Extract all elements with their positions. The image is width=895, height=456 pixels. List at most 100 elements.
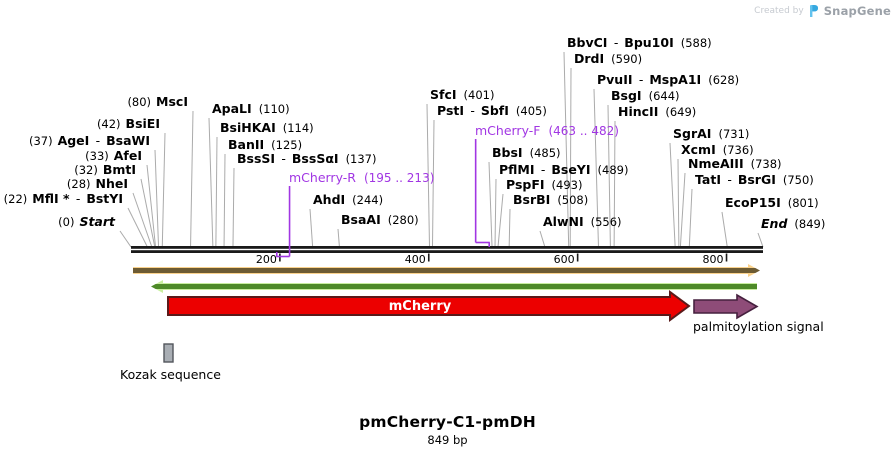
site-label-PflMI[interactable]: PflMI - BseYI (489) [499,162,629,178]
leader-line-PspFI [497,193,504,248]
site-name: BmtI [102,162,136,177]
leader-line-BsrBI [508,208,511,248]
ruler-tick-600 [576,253,579,262]
site-label-MflI[interactable]: (22)MflI * - BstYI [3,191,123,207]
leader-line-TatI [688,188,693,248]
dash: - [95,133,105,148]
site-position: (80) [127,95,152,109]
leader-line-HincII [613,120,616,248]
site-position: (110) [258,102,290,116]
leader-line-DrdI [569,67,572,248]
site-name: End [761,216,788,231]
site-position: (22) [3,192,28,206]
site-label-MscI[interactable]: (80)MscI [127,95,188,110]
orf-arrow-forward[interactable] [133,264,760,277]
site-name: ApaLI [212,101,252,116]
site-label-NheI[interactable]: (28)NheI [66,177,128,192]
feature-label-mcherry: mCherry [388,299,452,314]
site-name: EcoP15I [725,195,781,210]
site-position: (556) [590,215,622,229]
map-length: 849 bp [427,433,468,447]
dash: - [540,162,550,177]
site-label-BmtI[interactable]: (32)BmtI [74,162,136,178]
leader-line-BsiHKAI [215,136,218,248]
site-label-AgeI[interactable]: (37)AgeI - BsaWI [29,133,150,149]
site-name: AfeI [113,148,142,163]
site-label-DrdI[interactable]: DrdI(590) [574,51,642,67]
site-position: (244) [352,193,384,207]
site-label-PstI[interactable]: PstI - SbfI(405) [437,103,547,119]
site-label-BanII[interactable]: BanII(125) [228,138,303,153]
site-label-BsgI[interactable]: BsgI(644) [611,88,680,104]
site-name: PvuII - MspA1I [597,72,702,87]
site-position: (736) [722,143,754,157]
site-position: (125) [271,138,303,152]
dash: - [727,172,736,187]
site-label-BbsI[interactable]: BbsI(485) [492,146,561,161]
feature-label-palmitoylation-signal: palmitoylation signal [693,319,824,334]
leader-line-NmeAIII [679,172,686,248]
leader-line-MscI [190,110,194,248]
leader-line-PstI [431,119,435,248]
site-label-PspFI[interactable]: PspFI(493) [506,178,583,193]
site-position: (489) [597,163,629,177]
site-label-TatI[interactable]: TatI - BsrGI(750) [695,172,814,188]
watermark-created-by: Created by [754,6,804,16]
site-position: (28) [66,177,91,191]
site-label-Start[interactable]: (0)Start [58,215,115,230]
kozak-sequence-box[interactable] [163,343,174,363]
site-name: SgrAI [673,126,712,141]
site-position: (401) [463,88,495,102]
site-label-SfcI[interactable]: SfcI(401) [430,88,495,103]
site-position: (42) [96,117,121,131]
palmitoylation-signal-arrow[interactable] [693,293,759,320]
mcherry-arrow[interactable] [167,290,691,322]
site-name: XcmI [681,142,716,157]
watermark: Created by SnapGene [754,4,891,18]
leader-line-Start [119,230,132,248]
site-position: (849) [794,217,826,231]
site-position: (280) [387,213,419,227]
site-label-EcoP15I[interactable]: EcoP15I(801) [725,195,819,211]
site-label-BsaAI[interactable]: BsaAI(280) [341,213,419,228]
dash: - [281,151,290,166]
site-label-ApaLI[interactable]: ApaLI (110) [212,101,290,117]
site-name: PflMI - BseYI [499,162,591,177]
site-name: NmeAIII [688,156,744,171]
primer-label-mCherry-R[interactable]: mCherry-R(195 .. 213) [289,171,434,186]
watermark-brand: SnapGene [823,4,891,18]
orf-arrow-reverse[interactable] [151,280,757,293]
ruler-tick-label-600: 600 [553,253,575,266]
site-name: DrdI [574,51,605,66]
site-label-BsrBI[interactable]: BsrBI(508) [513,193,588,208]
primer-name: mCherry-F [475,123,541,138]
site-label-End[interactable]: End (849) [761,216,826,232]
site-name: BsiHKAI [220,120,276,135]
site-name: BsgI [611,88,642,103]
site-label-BssSI[interactable]: BssSI - BssSαI(137) [237,151,377,167]
snapgene-logo-icon [809,4,818,17]
site-position: (493) [551,178,583,192]
site-label-HincII[interactable]: HincII(649) [618,105,696,120]
site-label-AlwNI[interactable]: AlwNI(556) [543,215,622,230]
site-label-AhdI[interactable]: AhdI(244) [313,193,384,208]
dash: - [75,191,85,206]
site-label-NmeAIII[interactable]: NmeAIII(738) [688,156,782,172]
primer-label-mCherry-F[interactable]: mCherry-F(463 .. 482) [475,123,619,139]
site-label-BbvCI[interactable]: BbvCI - Bpu10I(588) [567,36,712,51]
site-name: PstI - SbfI [437,103,509,118]
site-label-AfeI[interactable]: (33)AfeI [85,148,142,164]
site-name: BssSI - BssSαI [237,151,339,166]
leader-line-ApaLI [208,117,214,248]
leader-line-PflMI [494,178,497,248]
site-label-SgrAI[interactable]: SgrAI(731) [673,126,749,142]
site-label-XcmI[interactable]: XcmI (736) [681,142,754,158]
leader-line-AgeI [154,149,160,248]
site-label-PvuII[interactable]: PvuII - MspA1I(628) [597,72,739,88]
dash: - [638,72,648,87]
site-label-BsiEI[interactable]: (42)BsiEI [96,117,160,132]
site-label-BsiHKAI[interactable]: BsiHKAI(114) [220,120,314,136]
site-position: (0) [58,215,75,229]
site-position: (588) [680,36,712,50]
